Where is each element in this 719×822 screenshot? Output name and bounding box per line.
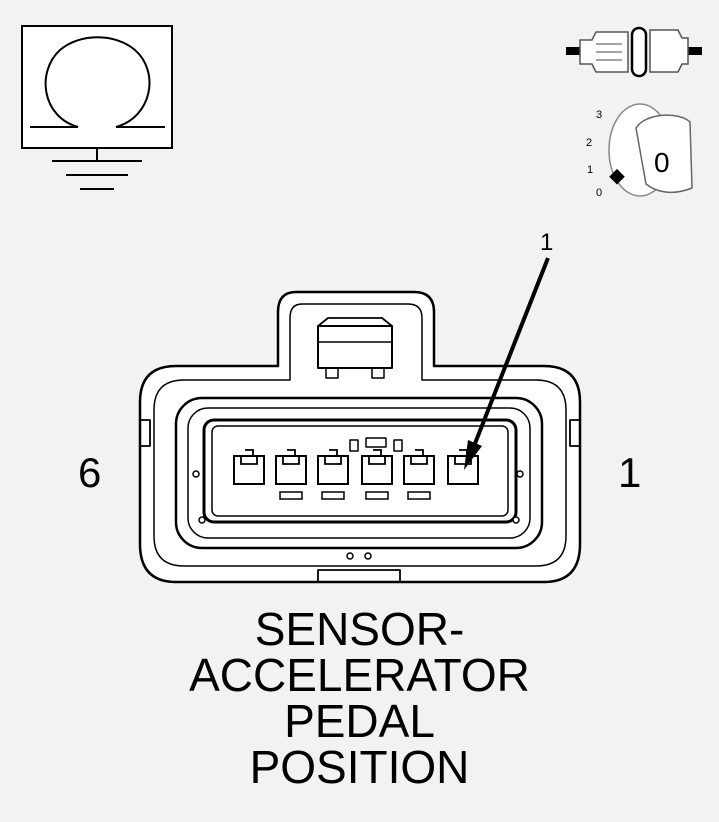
ohm-ground-icon bbox=[21, 25, 173, 190]
callout-leader: 1 bbox=[464, 229, 553, 470]
terminal-cavities bbox=[233, 449, 479, 500]
pin-end-label-left: 6 bbox=[78, 449, 102, 496]
pin-end-label-right: 1 bbox=[618, 449, 642, 496]
title-line: ACCELERATOR bbox=[189, 649, 530, 701]
connector-title: SENSOR- ACCELERATOR PEDAL POSITION bbox=[0, 606, 719, 790]
ignition-key-label: 0 bbox=[654, 147, 670, 178]
connector-plug-icon bbox=[566, 26, 702, 78]
connector-body bbox=[138, 290, 582, 584]
ignition-pos-2: 2 bbox=[586, 137, 592, 149]
title-line: PEDAL bbox=[284, 695, 435, 747]
cavity-1 bbox=[447, 449, 479, 485]
cavity-3 bbox=[361, 449, 393, 500]
cavity-6 bbox=[233, 449, 265, 485]
title-line: POSITION bbox=[249, 741, 470, 793]
title-line: SENSOR- bbox=[254, 603, 465, 655]
cavity-5 bbox=[275, 449, 307, 500]
cavity-4 bbox=[317, 449, 349, 500]
ignition-pos-1: 1 bbox=[587, 164, 593, 176]
callout-label: 1 bbox=[540, 229, 553, 256]
ignition-pos-3: 3 bbox=[596, 109, 602, 121]
ignition-pos-0: 0 bbox=[596, 187, 602, 199]
cavity-2 bbox=[403, 449, 435, 500]
ignition-switch-icon: 3 2 1 0 0 bbox=[586, 103, 693, 199]
